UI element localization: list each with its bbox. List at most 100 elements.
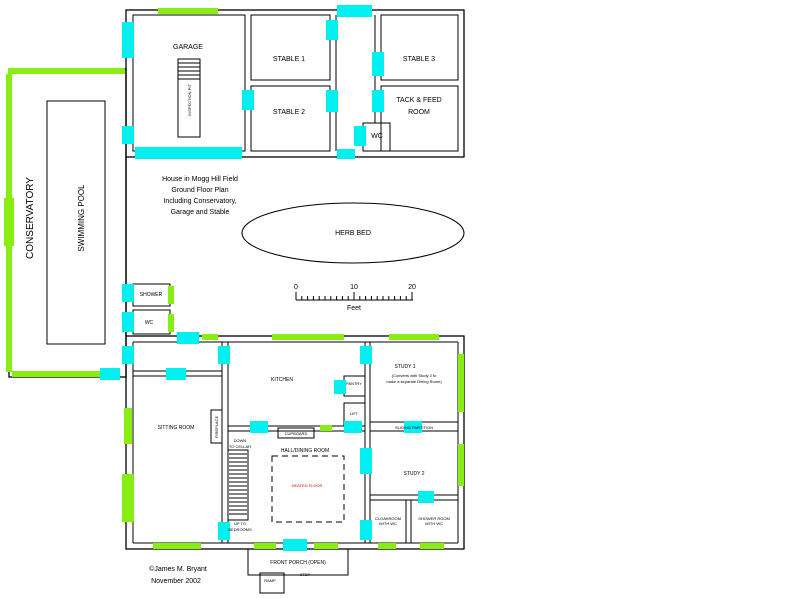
stable3-label: STABLE 3	[403, 56, 435, 63]
window	[420, 543, 444, 549]
window	[12, 371, 100, 377]
step-label: STEP	[300, 572, 311, 577]
cloakroom-right-1: SHOWER ROOM	[418, 516, 450, 521]
study2-label: STUDY 2	[403, 471, 424, 477]
stairs-up-label-2: BEDROOMS	[228, 527, 252, 532]
inspection-pit-label: INSPECTION PIT	[187, 84, 192, 116]
cloakroom-left-2: WITH WC	[379, 521, 397, 526]
inspection-pit	[177, 58, 201, 138]
window	[458, 354, 464, 412]
doors	[100, 5, 434, 551]
window	[6, 74, 12, 198]
conservatory-label: CONSERVATORY	[25, 177, 36, 259]
study1-label: STUDY 1	[394, 364, 415, 370]
scale-bar: 0 10 20 Feet	[294, 284, 416, 312]
scale-ticks	[295, 292, 413, 300]
door	[218, 346, 230, 364]
stable2-room	[250, 85, 331, 152]
stairs-down-label: DOWN	[234, 438, 247, 443]
door	[242, 90, 254, 110]
door	[177, 332, 199, 344]
scale-tick-0: 0	[294, 284, 298, 291]
stair-treads	[229, 453, 247, 515]
study1-note-2: make a separate Dining Room)	[386, 379, 442, 384]
door	[283, 539, 307, 551]
herb-bed-label: HERB BED	[335, 230, 371, 237]
wc-upper-label: WC	[371, 133, 383, 140]
door	[360, 520, 372, 540]
door	[100, 368, 120, 380]
fireplace	[210, 409, 223, 444]
window	[122, 474, 134, 522]
door	[360, 346, 372, 364]
cupboard-label: CUPBOARD	[285, 431, 308, 436]
garage-label: GARAGE	[173, 44, 203, 51]
door	[337, 149, 355, 159]
stable2-label: STABLE 2	[273, 109, 305, 116]
door	[372, 52, 384, 76]
kitchen-label: KITCHEN	[271, 377, 293, 383]
heated-floor-label: HEATED FLOOR	[292, 483, 323, 488]
stable1-room	[250, 14, 331, 81]
door	[122, 22, 134, 58]
pool-label: SWIMMING POOL	[77, 184, 86, 252]
hall-dining-label: HALL/DINING ROOM	[281, 448, 329, 454]
window	[458, 444, 464, 486]
ramp	[259, 572, 285, 594]
herb-bed	[241, 202, 465, 264]
stable3-room	[380, 14, 459, 81]
wc-lower-label: WC	[145, 320, 154, 326]
pantry-room	[343, 375, 366, 397]
scale-tick-10: 10	[350, 284, 358, 291]
sliding-partition-label: SLIDING PARTITION	[395, 425, 433, 430]
date-label: November 2002	[151, 578, 201, 585]
window	[168, 286, 174, 304]
door	[250, 421, 268, 433]
window	[320, 425, 332, 431]
sitting-room-label: SITTING ROOM	[158, 425, 195, 431]
door	[404, 421, 422, 433]
garage-room	[132, 14, 246, 152]
swimming-pool	[46, 100, 106, 345]
window	[124, 408, 132, 444]
window	[158, 8, 218, 14]
window	[153, 543, 201, 549]
pantry-label: PANTRY	[346, 381, 362, 386]
stairs-down-label-2: TO CELLAR	[229, 444, 251, 449]
stairs-up-label: UP TO	[234, 521, 246, 526]
lift-label: LIFT	[350, 411, 359, 416]
study1-note-1: (Converts with Study 2 to	[392, 373, 437, 378]
door	[360, 448, 372, 474]
door	[418, 491, 434, 503]
window	[202, 334, 218, 340]
door	[218, 522, 230, 540]
ramp-label: RAMP	[264, 578, 276, 583]
cloakroom-left-1: CLOAKROOM	[375, 516, 401, 521]
scale-tick-20: 20	[408, 284, 416, 291]
window	[272, 334, 344, 340]
cupboard	[277, 427, 315, 439]
door	[122, 126, 134, 144]
door	[122, 312, 134, 332]
staircase	[227, 449, 249, 521]
door	[334, 380, 346, 394]
door	[372, 90, 384, 112]
window	[378, 543, 396, 549]
plan-title-4: Garage and Stable	[171, 209, 230, 216]
shower-label: SHOWER	[140, 292, 163, 298]
cloakroom-right-2: WITH WC	[425, 521, 443, 526]
window	[8, 68, 125, 74]
plan-title-2: Ground Floor Plan	[171, 187, 228, 194]
plan-title-3: Including Conservatory,	[163, 198, 236, 205]
door	[122, 284, 134, 302]
window	[4, 198, 14, 246]
tack-room	[380, 85, 459, 152]
door	[344, 421, 362, 433]
copyright-label: ©James M. Bryant	[149, 565, 207, 573]
fireplace-label: FIREPLACE	[214, 416, 219, 439]
stable1-label: STABLE 1	[273, 56, 305, 63]
door	[135, 147, 242, 159]
scale-unit: Feet	[347, 305, 361, 312]
heated-floor-area	[271, 455, 345, 523]
